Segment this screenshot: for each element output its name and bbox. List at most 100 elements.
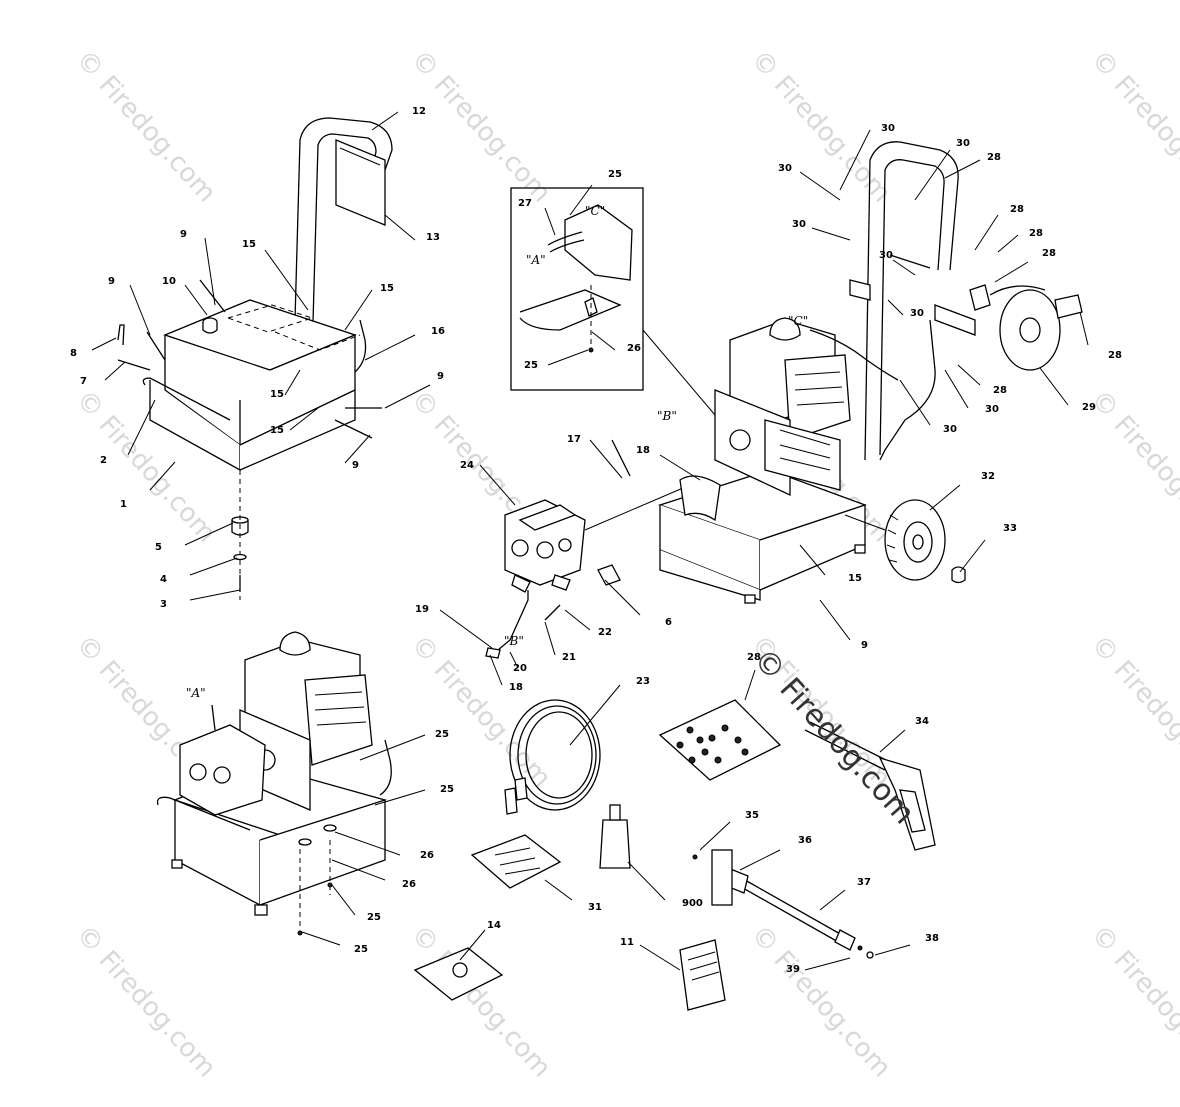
callout-number: 28 [1010, 204, 1024, 215]
callout-number: 37 [857, 877, 871, 888]
watermark-text: © Firedog.com [405, 630, 557, 794]
leader-line [799, 544, 826, 576]
accessories [413, 699, 936, 1011]
reference-mark: "A" [526, 253, 546, 267]
watermark-text: © Firedog.com [1085, 385, 1180, 549]
callout-number: 25 [608, 169, 622, 180]
callout-number: 19 [415, 604, 429, 615]
leader-line [264, 249, 309, 311]
callout-number: 15 [270, 389, 284, 400]
callout-number: 23 [636, 676, 650, 687]
callout-number: 13 [426, 232, 440, 243]
watermark-text: © Firedog.com [1085, 630, 1180, 794]
callout-number: 30 [910, 308, 924, 319]
wheel-assembly [844, 499, 966, 584]
leader-line [974, 214, 999, 251]
callout-number: 25 [440, 784, 454, 795]
watermark-text: © Firedog.com [405, 45, 557, 209]
leader-line [804, 957, 851, 971]
leader-line [944, 159, 981, 179]
leader-line [944, 369, 969, 409]
leader-line [959, 539, 986, 573]
callout-number: 30 [943, 424, 957, 435]
callout-number: 15 [270, 425, 284, 436]
callout-number: 36 [798, 835, 812, 846]
callout-number: 9 [437, 371, 444, 382]
callout-numbers: 1234567899999101112131415151515151617181… [70, 106, 1122, 975]
callout-number: 9 [108, 276, 115, 287]
callout-number: 34 [915, 716, 929, 727]
callout-number: 10 [162, 276, 176, 287]
callout-number: 26 [402, 879, 416, 890]
callout-number: 16 [431, 326, 445, 337]
leader-line [639, 944, 681, 971]
callout-number: 18 [636, 445, 650, 456]
callout-number: 6 [665, 617, 672, 628]
callout-number: 9 [180, 229, 187, 240]
callout-number: 31 [588, 902, 602, 913]
watermark-text: © Firedog.com [1085, 45, 1180, 209]
callout-number: 14 [487, 920, 501, 931]
callout-number: 5 [155, 542, 162, 553]
leader-line [289, 407, 319, 431]
callout-number: 2 [100, 455, 107, 466]
callout-number: 28 [747, 652, 761, 663]
leader-line [589, 439, 623, 479]
callout-number: 30 [792, 219, 806, 230]
leader-line [344, 434, 371, 464]
callout-number: 12 [412, 106, 426, 117]
leader-line [149, 461, 176, 491]
leader-line [547, 349, 589, 366]
callout-number: 17 [567, 434, 581, 445]
leader-line [184, 522, 234, 546]
leader-line [459, 929, 486, 961]
leader-line [184, 284, 208, 316]
callout-number: 27 [518, 198, 532, 209]
callout-number: 30 [956, 138, 970, 149]
leader-line [509, 651, 519, 669]
callout-number: 9 [352, 460, 359, 471]
callout-number: 28 [987, 152, 1001, 163]
leader-line [301, 931, 341, 946]
callout-number: 4 [160, 574, 167, 585]
callout-number: 25 [524, 360, 538, 371]
leader-line [659, 454, 701, 481]
callout-number: 30 [985, 404, 999, 415]
leader-line [811, 227, 851, 241]
watermark-text: © Firedog.com [70, 45, 222, 209]
leader-line [129, 284, 151, 336]
leader-line [819, 599, 851, 641]
leader-line [104, 361, 126, 381]
leader-line [91, 337, 117, 351]
watermark-text: © Firedog.com [745, 45, 897, 209]
leader-line [189, 589, 241, 601]
assembled-pressure-washer [657, 141, 1083, 604]
leader-line [892, 259, 916, 276]
leader-line [874, 944, 911, 956]
leader-line [569, 184, 593, 216]
leader-line [544, 207, 556, 236]
callout-number: 26 [420, 850, 434, 861]
callout-number: 9 [861, 640, 868, 651]
leader-line [591, 331, 616, 351]
leader-line [997, 234, 1019, 253]
leader-line [479, 464, 516, 506]
callout-number: 21 [562, 652, 576, 663]
leader-line [744, 669, 756, 701]
leader-line [439, 609, 493, 649]
inset-detail-box [510, 187, 716, 416]
leader-line [739, 849, 781, 871]
callout-number: 8 [70, 348, 77, 359]
leader-line [799, 171, 841, 201]
callout-number: 900 [682, 898, 703, 909]
leader-line [384, 214, 416, 241]
callout-number: 30 [778, 163, 792, 174]
leader-line [994, 261, 1029, 283]
callout-number: 15 [380, 283, 394, 294]
callout-number: 20 [513, 663, 527, 674]
leader-line [1039, 367, 1069, 406]
callout-number: 26 [627, 343, 641, 354]
callout-number: 15 [848, 573, 862, 584]
leader-line [334, 831, 401, 856]
watermark-text: © Firedog.com [405, 920, 557, 1084]
